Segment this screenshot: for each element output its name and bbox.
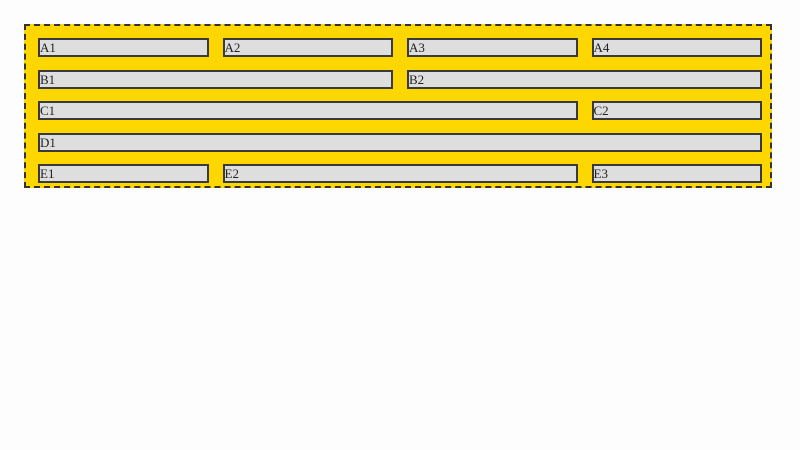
- cell-a1: A1: [38, 38, 209, 57]
- grid-container: A1 A2 A3 A4 B1 B2 C1 C2 D1 E1 E2 E3: [24, 24, 772, 188]
- cell-a4: A4: [591, 38, 762, 57]
- cell-a2: A2: [222, 38, 393, 57]
- cell-e2: E2: [222, 164, 578, 183]
- cell-a3: A3: [407, 38, 578, 57]
- cell-c1: C1: [38, 101, 578, 120]
- cell-d1: D1: [38, 132, 762, 152]
- cell-e1: E1: [38, 164, 209, 183]
- cell-grid: A1 A2 A3 A4 B1 B2 C1 C2 D1 E1 E2 E3: [38, 38, 762, 183]
- cell-b1: B1: [38, 69, 393, 89]
- cell-c2: C2: [591, 101, 762, 120]
- cell-b2: B2: [407, 69, 762, 89]
- cell-e3: E3: [591, 164, 762, 183]
